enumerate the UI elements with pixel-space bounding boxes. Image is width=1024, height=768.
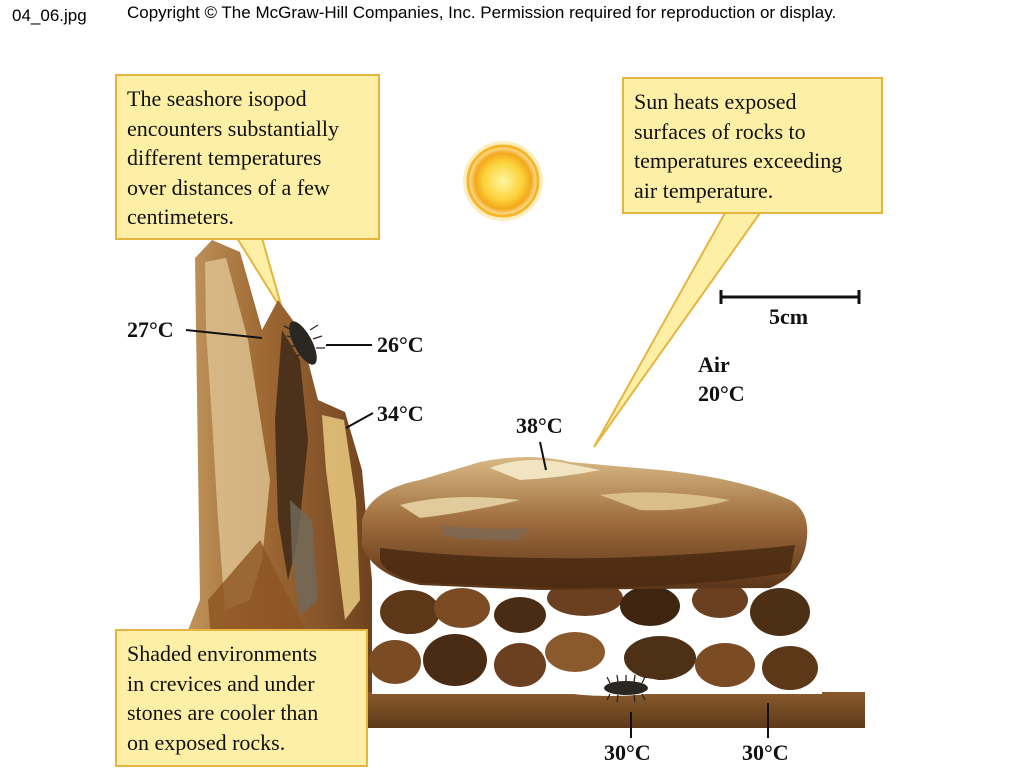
isopod-on-cliff-icon (283, 321, 325, 365)
sun-icon (463, 141, 543, 221)
callout-line: over distances of a few (127, 174, 330, 200)
callout-line: Sun heats exposed (634, 89, 797, 114)
scale-label: 5cm (769, 304, 809, 329)
air-label: Air (698, 352, 730, 377)
scale-bar (719, 290, 861, 304)
cliff-rock-illustration (160, 240, 383, 700)
temp-label-34: 34°C (377, 401, 424, 426)
callout-line: surfaces of rocks to (634, 118, 806, 144)
temp-label-30-right: 30°C (742, 740, 789, 765)
callout-line: air temperature. (634, 177, 774, 203)
stone-pile-illustration (369, 578, 822, 696)
callout-line: Shaded environments (127, 641, 318, 666)
leader-line-34 (345, 412, 374, 429)
isopod-under-stones-icon (604, 674, 648, 703)
sun-callout: Sun heats exposed surfaces of rocks to t… (622, 77, 883, 214)
temp-label-27: 27°C (127, 317, 174, 342)
air-temp-label: 20°C (698, 381, 745, 406)
callout-line: on exposed rocks. (127, 729, 286, 755)
callout-line: encounters substantially (127, 115, 340, 141)
callout-line: stones are cooler than (127, 700, 319, 725)
callout-line: The seashore isopod (127, 86, 307, 111)
callout-line: different temperatures (127, 145, 322, 170)
leader-line-27 (185, 329, 263, 339)
file-name: 04_06.jpg (12, 6, 87, 25)
leader-line-38 (539, 441, 547, 471)
temp-label-38: 38°C (516, 413, 563, 438)
callout-line: centimeters. (127, 204, 234, 229)
ground-strip (360, 692, 865, 728)
exposed-rock-slab-illustration (362, 457, 808, 590)
temp-label-26: 26°C (377, 332, 424, 357)
isopod-callout: The seashore isopod encounters substanti… (115, 74, 380, 240)
temp-label-30-left: 30°C (604, 740, 651, 765)
callout-line: temperatures exceeding (634, 148, 843, 173)
shade-callout: Shaded environments in crevices and unde… (115, 629, 368, 767)
sun-callout-pointer (593, 212, 762, 448)
callout-line: in crevices and under (127, 670, 315, 696)
copyright-notice: Copyright © The McGraw-Hill Companies, I… (127, 3, 837, 22)
